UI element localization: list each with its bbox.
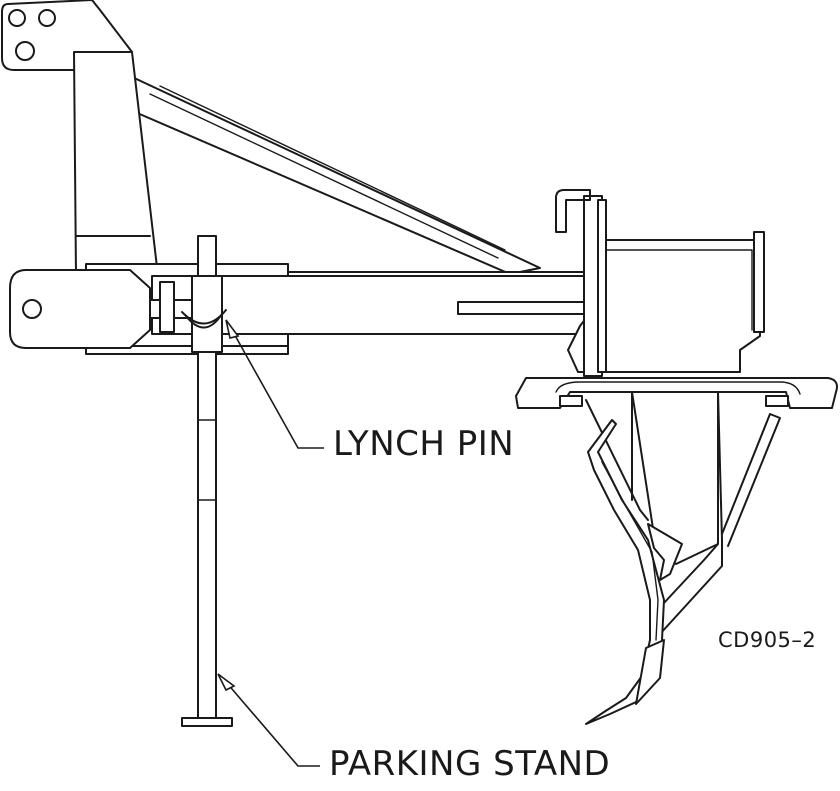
lynch-pin-label: LYNCH PIN — [333, 424, 515, 464]
drawing-code-label: CD905–2 — [718, 628, 817, 652]
hitch-hole-2 — [38, 9, 56, 27]
lynch-pin — [181, 309, 227, 329]
mounting-box — [555, 189, 765, 377]
hitch-hole-3 — [15, 41, 35, 61]
ripper-point — [585, 419, 683, 725]
ripper-shank — [585, 391, 781, 635]
parking-stand-foot — [181, 717, 233, 727]
main-beam — [85, 263, 593, 355]
shield-plate — [515, 377, 838, 409]
parking-stand-callout — [217, 673, 320, 767]
parking-stand-label: PARKING STAND — [329, 744, 611, 784]
side-hitch-hole — [22, 299, 42, 319]
lynch-pin-callout — [225, 319, 324, 449]
parking-stand — [181, 235, 233, 727]
hitch-hole-1 — [8, 9, 26, 27]
diagonal-brace — [129, 75, 541, 275]
top-hitch-plate — [1, 0, 133, 71]
